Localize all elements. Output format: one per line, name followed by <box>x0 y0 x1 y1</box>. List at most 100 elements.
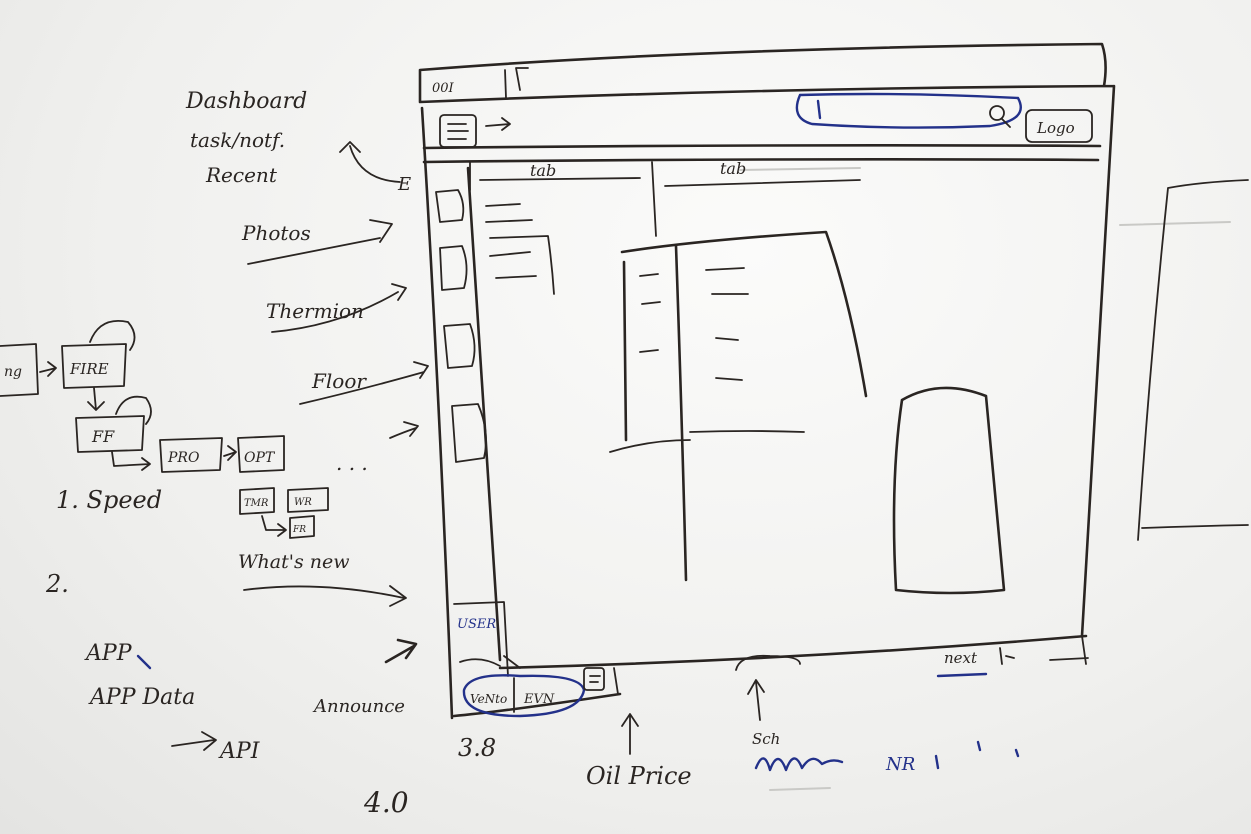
version-38: 3.8 <box>458 734 496 762</box>
bottom-small-icon[interactable] <box>583 667 605 691</box>
tab-first[interactable]: tab <box>479 161 641 181</box>
arrow-announce <box>384 638 418 664</box>
annotation-ellipsis: . . . <box>336 451 368 475</box>
search-icon[interactable] <box>989 105 1011 128</box>
box-opt <box>237 435 285 473</box>
bottom-divider <box>613 667 619 695</box>
box-pro-label: PRO <box>167 450 200 466</box>
bottom-bar-right <box>1081 635 1087 665</box>
bottom-left-label: VeNto <box>470 692 507 706</box>
annotation-recent: Recent <box>205 163 278 187</box>
menu-arrow <box>485 117 511 131</box>
version-40: 4.0 <box>363 786 409 819</box>
search-cursor <box>816 99 822 120</box>
arrow-ff-pro <box>111 451 151 471</box>
toolbar-bottom-line <box>422 144 1102 150</box>
arrow-photos <box>247 219 393 265</box>
arrow-oil-price <box>621 713 639 755</box>
box-small-2 <box>287 487 329 513</box>
api-label: API <box>218 739 261 764</box>
box-small-3 <box>289 515 315 539</box>
sidebar-icon-2[interactable] <box>439 245 468 291</box>
tab-second[interactable]: tab <box>664 159 861 187</box>
menu-button[interactable] <box>439 114 477 148</box>
tab-first-label: tab <box>530 161 556 180</box>
box-opt-label: OPT <box>244 450 276 466</box>
arrow-pro-opt <box>223 445 237 461</box>
logout-button[interactable]: Logo <box>1025 109 1093 143</box>
arrow-thermion <box>271 283 407 333</box>
next-arrow <box>999 647 1089 665</box>
bottom-right-label: EVN <box>523 692 555 707</box>
sidebar-icon-1[interactable] <box>435 189 465 223</box>
arrow-small <box>261 515 287 537</box>
annotation-dashboard: Dashboard <box>185 89 307 114</box>
logout-label: Logo <box>1036 119 1075 137</box>
app-label: APP <box>84 641 133 666</box>
sidebar-annotations: Dashboard task/notf. Recent E Photos The… <box>185 89 429 717</box>
arrow-api <box>171 731 217 751</box>
tab-second-label: tab <box>720 159 746 178</box>
box-small-1 <box>239 487 275 515</box>
annotation-announce: Announce <box>312 696 405 717</box>
next-button[interactable]: next <box>936 649 988 678</box>
bottom-annotations: 3.8 4.0 Oil Price Sch NR <box>363 679 1020 819</box>
sidebar-divider <box>466 166 502 662</box>
box-cut <box>0 343 39 397</box>
arrow-whats-new <box>243 585 407 607</box>
item-two-label: 2. <box>45 570 69 598</box>
arrow-fire-ff <box>87 387 105 411</box>
blue-ticks <box>934 740 1020 770</box>
box-small-1-label: TMR <box>244 498 269 509</box>
bottom-left-button[interactable]: VeNto <box>462 674 586 718</box>
second-window-outline <box>1137 179 1249 541</box>
box-cut-label: ng <box>4 364 22 380</box>
content-card <box>892 386 1006 595</box>
box-ff-label: FF <box>91 427 115 446</box>
sidebar-icon-4[interactable] <box>451 403 487 463</box>
flow-diagram: ng FIRE FF PRO OPT TMR WR FR What's new … <box>0 320 350 764</box>
tab-strip-line <box>422 158 1100 164</box>
blue-text: NR <box>885 754 915 775</box>
box-pro <box>159 437 223 473</box>
oil-price-label: Oil Price <box>586 762 692 790</box>
speed-label: 1. Speed <box>56 486 162 514</box>
arrow-more <box>389 421 419 439</box>
scroll-handle[interactable] <box>735 654 801 671</box>
app-tick <box>136 654 152 670</box>
annotation-tasks: task/notf. <box>190 128 285 152</box>
user-section <box>453 601 509 677</box>
user-label: USER <box>457 617 496 632</box>
arrow-cut-fire <box>39 361 57 377</box>
annotation-thermion: Thermion <box>266 299 364 323</box>
sch-label: Sch <box>752 730 780 748</box>
box-small-2-label: WR <box>294 497 312 508</box>
annotation-e-marker: E <box>397 174 411 195</box>
window-frame <box>418 42 1116 720</box>
wireframe-window: Logo tab tab <box>418 42 1116 720</box>
box-ff <box>75 415 145 453</box>
erased-marks <box>739 167 1231 791</box>
ff-loop <box>115 395 152 425</box>
box-fire <box>61 343 127 389</box>
window-controls: 00I <box>432 81 455 96</box>
next-label: next <box>944 649 978 667</box>
top-bar-divider <box>504 69 507 99</box>
tab-divider <box>469 161 657 237</box>
bottom-bar-top <box>498 634 1088 670</box>
search-bar[interactable] <box>795 92 1022 129</box>
box-small-3-label: FR <box>292 525 306 535</box>
arrow-sch <box>747 679 765 721</box>
title-arrow <box>515 67 529 91</box>
blue-squiggle <box>754 757 844 772</box>
annotation-photos: Photos <box>241 221 311 245</box>
fire-loop <box>89 320 136 351</box>
box-fire-label: FIRE <box>69 360 109 378</box>
user-scribble <box>459 655 521 669</box>
app-data-label: APP Data <box>88 685 195 710</box>
window-bottom <box>452 692 622 718</box>
detail-panel <box>609 230 868 582</box>
sidebar-icon-3[interactable] <box>443 323 476 369</box>
